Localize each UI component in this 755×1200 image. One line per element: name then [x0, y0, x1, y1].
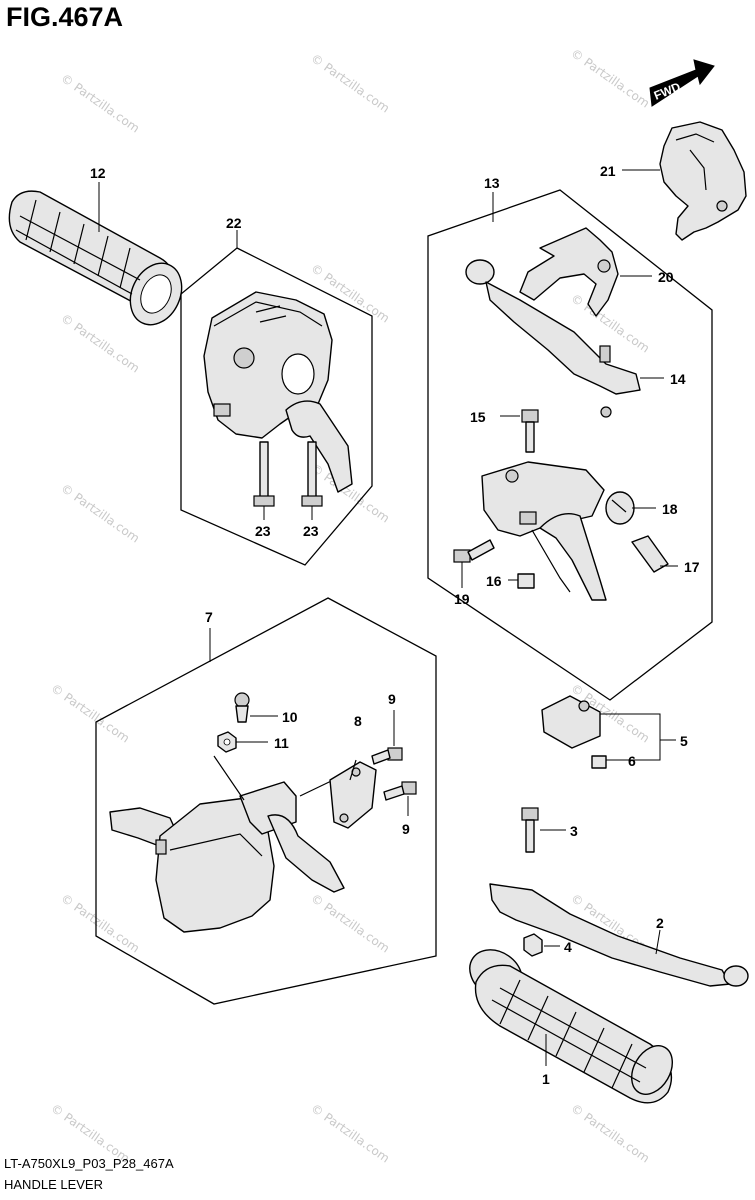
diagram-name: HANDLE LEVER	[4, 1177, 103, 1192]
brake-lever-group-box	[427, 189, 713, 701]
callout-21: 21	[600, 163, 616, 179]
screw-part	[234, 692, 250, 723]
callout-23: 23	[303, 523, 319, 539]
left-grip-part	[8, 190, 183, 326]
callout-13: 13	[484, 175, 500, 191]
adjust-bolt-part	[631, 535, 669, 573]
watermark: © Partzilla.com	[48, 681, 132, 746]
throttle-case-part	[109, 771, 351, 933]
nut-part	[217, 731, 237, 753]
callout-3: 3	[570, 823, 578, 839]
callout-17: 17	[684, 559, 700, 575]
lever-part	[489, 883, 749, 987]
lever-bracket-part	[519, 227, 619, 317]
watermark: © Partzilla.com	[308, 1101, 392, 1166]
callout-11: 11	[274, 735, 289, 751]
watermark: © Partzilla.com	[58, 311, 142, 376]
fwd-label: FWD	[652, 79, 683, 102]
callout-6: 6	[628, 753, 636, 769]
diagram-code: LT-A750XL9_P03_P28_467A	[4, 1156, 174, 1171]
callout-labels: 1 2 3 4 5 6 7 8 9 9 10 11 12 13 14 15 16…	[90, 163, 700, 1087]
callout-16: 16	[486, 573, 502, 589]
boot-part	[605, 491, 635, 525]
left-switch-group-box	[180, 247, 373, 566]
right-grip-part	[469, 949, 673, 1104]
callout-22: 22	[226, 215, 242, 231]
callout-2: 2	[656, 915, 664, 931]
brake-switch-part	[541, 695, 601, 749]
callout-20: 20	[658, 269, 674, 285]
watermark: © Partzilla.com	[308, 891, 392, 956]
screw-part	[383, 781, 417, 801]
callout-9: 9	[402, 821, 410, 837]
throttle-group-box	[95, 597, 437, 1005]
fwd-arrow-icon: FWD	[649, 59, 715, 107]
holder-bolt-part	[453, 539, 495, 563]
callout-7: 7	[205, 609, 213, 625]
watermark: © Partzilla.com	[568, 1101, 652, 1166]
leader-lines	[98, 169, 678, 1066]
nut-part	[523, 933, 543, 957]
callout-4: 4	[564, 939, 572, 955]
screw-part	[591, 755, 607, 769]
callout-18: 18	[662, 501, 678, 517]
watermark: © Partzilla.com	[568, 46, 652, 111]
watermark: © Partzilla.com	[308, 51, 392, 116]
callout-1: 1	[542, 1071, 550, 1087]
callout-23: 23	[255, 523, 271, 539]
watermark: © Partzilla.com	[58, 891, 142, 956]
callout-10: 10	[282, 709, 298, 725]
callout-12: 12	[90, 165, 106, 181]
brake-lever-part	[465, 259, 641, 418]
master-cylinder-part	[481, 461, 607, 601]
callout-5: 5	[680, 733, 688, 749]
watermark: © Partzilla.com	[58, 71, 142, 136]
left-handlebar-switch-part	[203, 291, 353, 493]
callout-14: 14	[670, 371, 686, 387]
watermark: © Partzilla.com	[58, 481, 142, 546]
lever-pin-part	[521, 409, 539, 453]
callout-8: 8	[354, 713, 362, 729]
switch-cover-part	[659, 121, 747, 241]
callout-9: 9	[388, 691, 396, 707]
callout-19: 19	[454, 591, 470, 607]
screw-part	[371, 747, 403, 765]
lever-pin-part	[521, 807, 539, 853]
collar-nut-part	[517, 573, 535, 589]
bolt-part	[253, 441, 275, 507]
throttle-plate-part	[329, 761, 377, 829]
figure-title: FIG.467A	[6, 2, 124, 32]
callout-15: 15	[470, 409, 486, 425]
